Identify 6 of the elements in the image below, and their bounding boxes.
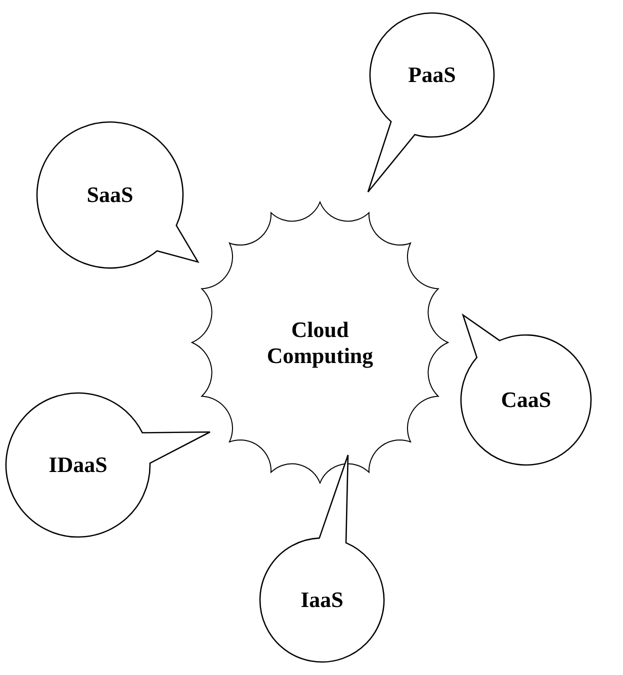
cloud-label: Cloud Computing	[266, 316, 374, 368]
bubble-label: IaaS	[300, 587, 344, 613]
bubble-label: PaaS	[408, 62, 456, 88]
bubble-label: CaaS	[500, 387, 552, 413]
bubble-label: IDaaS	[48, 452, 108, 478]
bubble-label: SaaS	[86, 182, 134, 208]
